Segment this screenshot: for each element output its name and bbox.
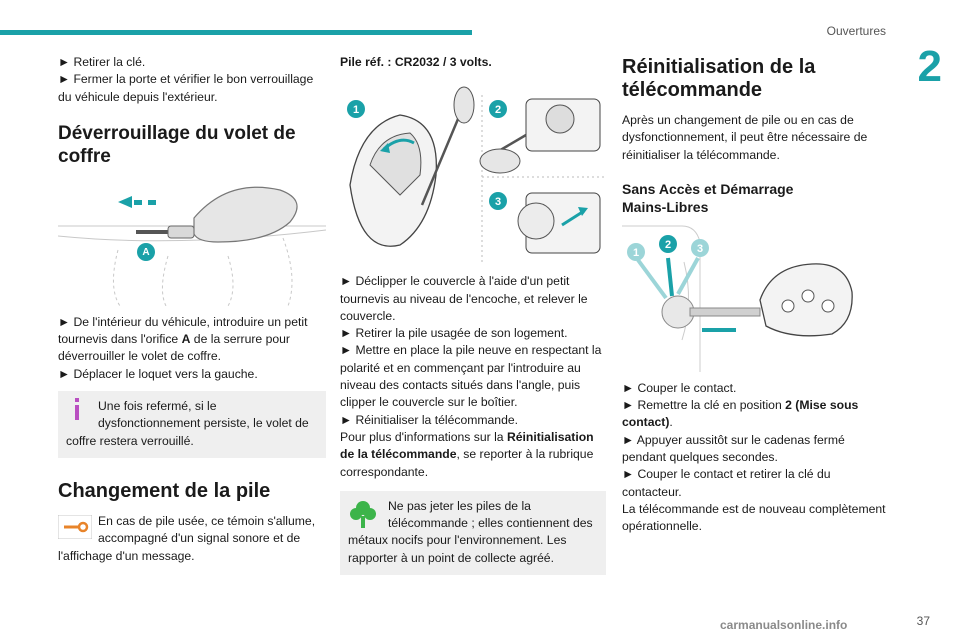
column-3: Réinitialisation de la télécommande Aprè… (622, 54, 890, 536)
reset-intro: Après un changement de pile ou en cas de… (622, 113, 868, 162)
step-3-badge: 3 (696, 242, 704, 255)
screwdriver-lock-illustration (57, 186, 327, 307)
step-2-badge: 2 (494, 104, 502, 117)
wrench-warning-icon (57, 514, 93, 540)
battery-replacement-illustration: 1 2 3 (340, 85, 608, 266)
info-icon (66, 398, 88, 421)
step-remove-key: ► Retirer la clé. (58, 55, 146, 69)
battery-warning: En cas de pile usée, ce témoin s'allume,… (57, 513, 326, 565)
step-press-lock: ► Appuyer aussitôt sur le cadenas fermé … (622, 432, 845, 465)
step-key-position: ► Remettre la clé en position 2 (Mise so… (622, 398, 859, 430)
step-move-latch: ► Déplacer le loquet vers la gauche. (58, 366, 258, 381)
step-2-badge: 2 (664, 238, 672, 251)
step-close-door: ► Fermer la porte et vérifier le bon ver… (58, 72, 314, 104)
info-note-text: Une fois refermé, si le dysfonctionnemen… (66, 399, 309, 448)
step-unclip-cover: ► Déclipper le couvercle à l'aide d'un p… (340, 274, 588, 323)
info-note: Une fois refermé, si le dysfonctionnemen… (58, 391, 326, 458)
step-3-badge: 3 (494, 196, 502, 209)
step-insert-battery: ► Mettre en place la pile neuve en respe… (340, 343, 602, 410)
environment-note: Ne pas jeter les piles de la télécommand… (340, 490, 606, 576)
heading-battery-change: Changement de la pile (58, 479, 271, 502)
column-2: Pile réf. : CR2032 / 3 volts. 1 2 3 (340, 54, 606, 583)
section-title: Ouvertures (826, 24, 886, 38)
battery-warning-text: En cas de pile usée, ce témoin s'allume,… (58, 513, 316, 563)
eco-tree-icon (348, 498, 378, 528)
page-number: 37 (916, 614, 930, 628)
reset-reference: Pour plus d'informations sur la Réinitia… (340, 429, 594, 479)
tailgate-illustration: A (57, 178, 327, 307)
chapter-number: 2 (917, 42, 942, 91)
reset-complete: La télécommande est de nouveau complètem… (622, 501, 886, 534)
heading-keyless: Sans Accès et Démarrage Mains-Libres (622, 180, 794, 215)
step-1-badge: 1 (632, 246, 640, 259)
watermark: carmanualsonline.info (720, 618, 848, 632)
column-1: ► Retirer la clé. ► Fermer la porte et v… (57, 54, 327, 565)
step-remove-key: ► Couper le contact et retirer la clé du… (622, 467, 831, 499)
heading-remote-reset: Réinitialisation de la télécommande (622, 56, 816, 101)
step-reset-remote: ► Réinitialiser la télécommande. (340, 412, 519, 427)
header-accent-bar (0, 30, 472, 35)
step-remove-battery: ► Retirer la pile usagée de son logement… (340, 326, 568, 341)
environment-note-text: Ne pas jeter les piles de la télécommand… (348, 498, 593, 565)
keyless-reset-illustration: 1 2 3 (622, 222, 890, 372)
step-ignition-off: ► Couper le contact. (622, 380, 737, 395)
heading-tailgate-unlock: Déverrouillage du volet de coffre (58, 122, 296, 167)
battery-steps-illustration (347, 86, 606, 266)
battery-reference: Pile réf. : CR2032 / 3 volts. (340, 55, 492, 69)
step-insert-screwdriver: ► De l'intérieur du véhicule, introduire… (58, 314, 308, 364)
label-a: A (142, 246, 150, 258)
key-in-ignition-illustration (622, 225, 853, 372)
step-1-badge: 1 (352, 104, 360, 117)
